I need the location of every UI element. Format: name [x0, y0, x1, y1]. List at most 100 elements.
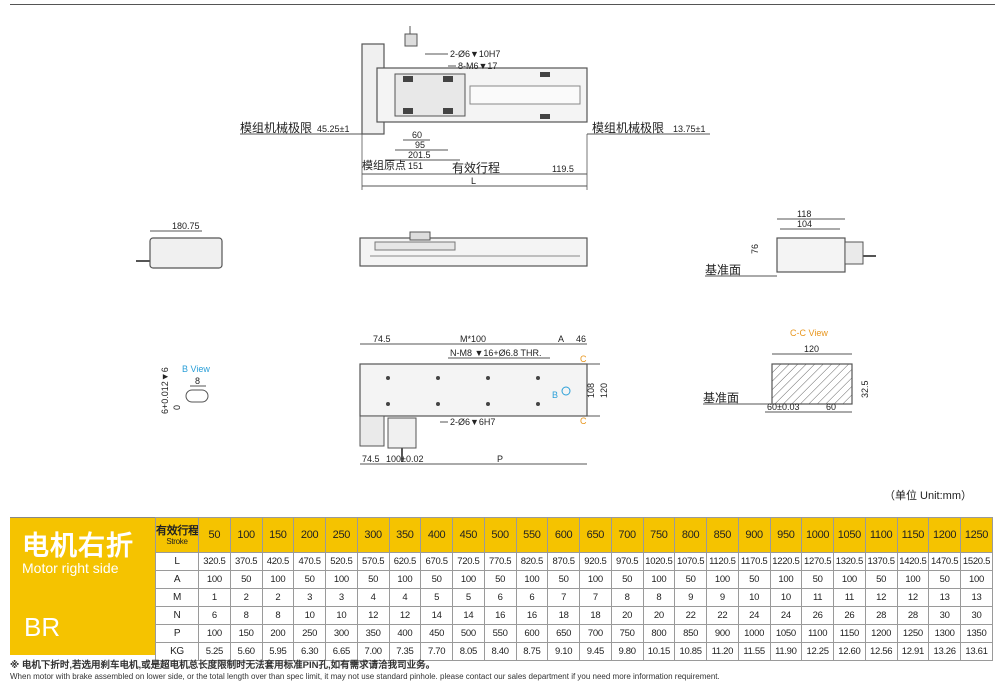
- spec-cell: 3: [293, 588, 326, 607]
- spec-cell: 5: [452, 588, 485, 607]
- end-view: 118 104 76 基准面: [705, 209, 876, 277]
- right-limit-label: 模组机械极限: [592, 120, 664, 135]
- dim-120-bottom: 120: [599, 383, 609, 398]
- stroke-value-cell: 100: [229, 517, 263, 553]
- spec-cell: 28: [896, 606, 930, 625]
- spec-cell: 300: [325, 624, 358, 643]
- spec-cell: 520.5: [325, 552, 358, 571]
- spec-cell: 12: [896, 588, 930, 607]
- spec-cell: 100: [452, 570, 485, 589]
- spec-cell: 1070.5: [674, 552, 707, 571]
- spec-cell: 13: [960, 588, 993, 607]
- b-view-title: B View: [182, 364, 210, 374]
- cc-datum-label: 基准面: [703, 391, 739, 405]
- dim-46: 46: [576, 334, 586, 344]
- spec-cell: 150: [229, 624, 263, 643]
- spec-cell: 1250: [896, 624, 930, 643]
- spec-cell: 400: [388, 624, 422, 643]
- spec-cell: 12: [388, 606, 422, 625]
- spec-cell: 620.5: [388, 552, 422, 571]
- page-top-rule: [10, 4, 995, 5]
- stroke-value-cell: 150: [261, 517, 295, 553]
- stroke-value-cell: 1100: [864, 517, 898, 553]
- spec-cell: 100: [896, 570, 930, 589]
- spec-cell: 4: [388, 588, 422, 607]
- dim-119-5: 119.5: [552, 164, 574, 174]
- spec-cell: 200: [261, 624, 295, 643]
- spec-row-label: P: [155, 624, 199, 643]
- dim-108: 108: [586, 383, 596, 398]
- spec-cell: 16: [483, 606, 517, 625]
- spec-cell: 9.10: [547, 642, 580, 661]
- stroke-value-cell: 1200: [928, 517, 961, 553]
- callout-n-holes: N-M8 ▼16+Ø6.8 THR.: [450, 348, 542, 358]
- spec-cell: 50: [864, 570, 898, 589]
- bottom-view: 74.5 M*100 A 46 N-M8 ▼16+Ø6.8 THR. C B 1…: [359, 334, 609, 465]
- end-body: [776, 237, 846, 273]
- cc-dim-60b: 60: [826, 402, 836, 412]
- spec-cell: 1000: [737, 624, 771, 643]
- stroke-header-en: Stroke: [166, 536, 188, 546]
- dim-60-top: 60: [412, 130, 422, 140]
- spec-cell: 1370.5: [864, 552, 898, 571]
- spec-cell: 600: [515, 624, 549, 643]
- spec-row-label: L: [155, 552, 199, 571]
- spec-cell: 1220.5: [769, 552, 803, 571]
- spec-cell: 4: [356, 588, 390, 607]
- b-view-dim-6: 6+0.012▼6: [160, 367, 170, 414]
- stroke-value-cell: 650: [579, 517, 612, 553]
- spec-cell: 100: [833, 570, 866, 589]
- spec-cell: 500: [452, 624, 485, 643]
- spec-cell: 10: [293, 606, 326, 625]
- stroke-value-cell: 250: [325, 517, 358, 553]
- side-motor: [149, 237, 223, 269]
- spec-cell: 3: [325, 588, 358, 607]
- spec-cell: 6.30: [293, 642, 326, 661]
- spec-cell: 16: [515, 606, 549, 625]
- spec-cell: 7: [579, 588, 612, 607]
- spec-cell: 100: [642, 570, 676, 589]
- spec-cell: 870.5: [547, 552, 580, 571]
- cc-view-title: C-C View: [790, 328, 828, 338]
- spec-cell: 8: [610, 588, 644, 607]
- spec-cell: 14: [452, 606, 485, 625]
- b-view-marker: B: [552, 390, 558, 400]
- stroke-value-cell: 800: [674, 517, 707, 553]
- b-view: B View 8 6+0.012▼6 0: [160, 364, 210, 414]
- spec-cell: 11.90: [769, 642, 803, 661]
- spec-cell: 1: [198, 588, 231, 607]
- spec-cell: 12.56: [864, 642, 898, 661]
- stroke-value-cell: 500: [483, 517, 517, 553]
- spec-cell: 9: [674, 588, 707, 607]
- front-view: [359, 231, 588, 267]
- footnote: ※ 电机下折时,若选用刹车电机,或是超电机总长度限制时无法套用标准PIN孔,如有…: [10, 660, 720, 682]
- spec-cell: 20: [642, 606, 676, 625]
- bottom-motor: [359, 415, 385, 447]
- callout-pins-bottom: 2-Ø6▼6H7: [450, 417, 495, 427]
- spec-cell: 26: [801, 606, 834, 625]
- dim-95: 95: [415, 140, 425, 150]
- spec-cell: 100: [579, 570, 612, 589]
- spec-cell: 20: [610, 606, 644, 625]
- stroke-value-cell: 900: [737, 517, 771, 553]
- spec-cell: 12.25: [801, 642, 834, 661]
- cc-dim-60a: 60±0.03: [767, 402, 799, 412]
- spec-cell: 550: [483, 624, 517, 643]
- spec-cell: 11: [801, 588, 834, 607]
- motor-connector: [404, 33, 418, 47]
- spec-cell: 5.25: [198, 642, 231, 661]
- dim-74-5-top: 74.5: [373, 334, 391, 344]
- spec-cell: 1100: [801, 624, 834, 643]
- spec-cell: 1170.5: [737, 552, 771, 571]
- spec-cell: 7.70: [420, 642, 453, 661]
- spec-row-label: N: [155, 606, 199, 625]
- spec-cell: 100: [198, 624, 231, 643]
- spec-cell: 14: [420, 606, 453, 625]
- drawing-canvas: 2-Ø6▼10H7 8-M6▼17 模组机械极限 45.25±1 模组机械极限 …: [136, 26, 876, 465]
- spec-cell: 750: [610, 624, 644, 643]
- spec-cell: 450: [420, 624, 453, 643]
- spec-cell: 18: [579, 606, 612, 625]
